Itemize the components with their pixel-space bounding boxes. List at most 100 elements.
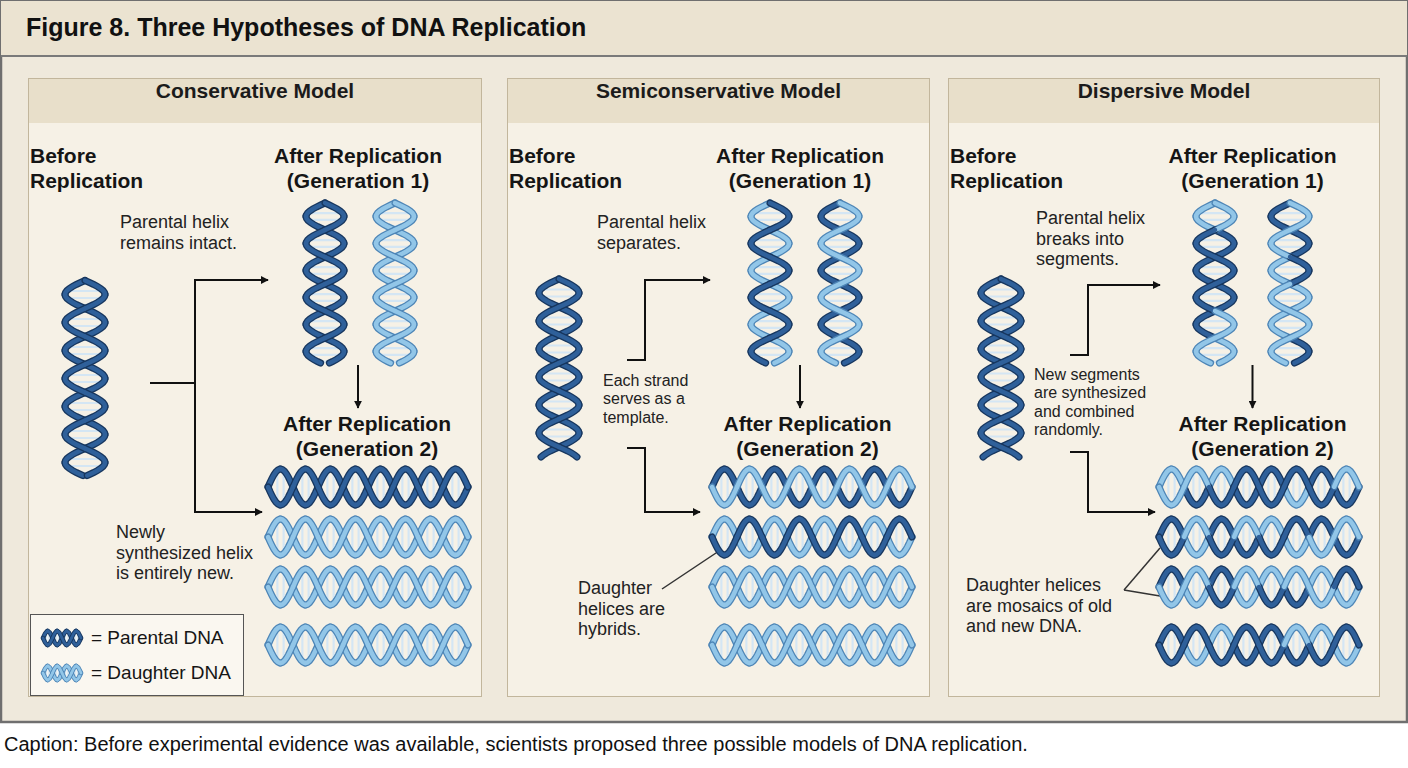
dna-strand [787,519,800,537]
strand-outline [331,487,344,505]
annotation-note: Newly synthesized helix is entirely new. [116,522,262,584]
strand-outline [1184,519,1197,537]
strand-outline [900,469,913,487]
dna-strand [775,537,788,555]
strand-outline [1271,244,1290,258]
strand-outline [325,203,344,217]
strand-outline [1294,352,1309,364]
dna-strand [376,298,395,312]
strand-outline [1290,271,1309,285]
dna-strand [750,519,763,537]
dna-strand [775,645,788,663]
dna-strand [395,203,414,217]
strand-outline [85,449,105,463]
dna-strand [1234,469,1247,487]
arrow-connector [150,280,268,383]
strand-outline [559,349,579,363]
panel-heading: Semiconservative Model [508,79,929,123]
strand-outline [840,203,859,217]
strand-outline [65,379,85,393]
dna-strand [1001,405,1021,419]
strand-outline [368,587,381,605]
strand-outline [770,271,789,285]
dna-strand [751,284,770,298]
dna-strand [85,295,105,309]
dna-helix [821,203,859,363]
dna-strand [418,587,431,605]
strand-outline [770,203,789,217]
dna-strand [1309,487,1322,505]
dna-strand [281,587,294,605]
dna-strand [1290,325,1309,339]
dna-strand [76,631,81,638]
strand-outline [981,377,1001,391]
dna-strand [1271,244,1290,258]
dna-strand [762,537,775,555]
strand-outline [1197,469,1210,487]
arrow-connector [1070,452,1155,512]
strand-outline [1234,569,1247,587]
strand-outline [65,309,85,323]
strand-outline [76,631,81,638]
strand-outline [65,323,85,337]
strand-outline [65,435,85,449]
strand-outline [393,627,406,645]
helix-illustrations [65,203,1359,663]
dna-strand [268,537,281,555]
legend-row: = Parental DNA [39,620,235,655]
dna-strand [1271,352,1286,364]
strand-outline [343,569,356,587]
dna-strand [418,537,431,555]
dna-strand [456,627,469,645]
strand-outline [1219,352,1234,364]
dna-strand [821,230,840,244]
dna-strand [1284,627,1297,645]
strand-outline [1001,447,1019,457]
legend-box: = Parental DNA= Daughter DNA [30,614,244,696]
strand-outline [1197,569,1210,587]
stage-heading: Before Replication [30,140,150,193]
dna-strand [1347,519,1360,537]
strand-outline [981,279,1001,293]
dna-strand [1309,537,1322,555]
strand-outline [1197,519,1210,537]
dna-strand [368,537,381,555]
panel-heading: Dispersive Model [949,79,1379,123]
strand-outline [1184,569,1197,587]
dna-strand [85,393,105,407]
strand-outline [539,377,559,391]
strand-outline [821,244,840,258]
dna-strand [1001,279,1021,293]
dna-strand [1297,519,1310,537]
strand-outline [381,537,394,555]
strand-outline [840,217,859,231]
dna-strand [559,391,579,405]
strand-outline [539,279,559,293]
dna-strand [65,365,85,379]
strand-outline [376,338,395,352]
strand-outline [981,321,1001,335]
stage-group: After Replication (Generation 2) [1155,408,1370,683]
strand-outline [821,284,840,298]
strand-outline [875,645,888,663]
strand-outline [318,487,331,505]
dna-strand [812,587,825,605]
strand-outline [1334,469,1347,487]
dna-helix [981,279,1021,457]
dna-strand [85,351,105,365]
dna-strand [306,298,325,312]
dna-strand [539,419,559,433]
dna-strand [840,271,859,285]
dna-strand [862,587,875,605]
strand-outline [725,645,738,663]
dna-strand [1222,587,1235,605]
dna-strand [737,519,750,537]
dna-strand [900,569,913,587]
strand-outline [306,338,325,352]
stage-group: Before Replication [30,140,150,480]
strand-outline [1284,519,1297,537]
annotation-note: New segments are synthesized and combine… [1034,366,1151,440]
strand-outline [981,433,1001,447]
dna-helix [43,631,81,645]
